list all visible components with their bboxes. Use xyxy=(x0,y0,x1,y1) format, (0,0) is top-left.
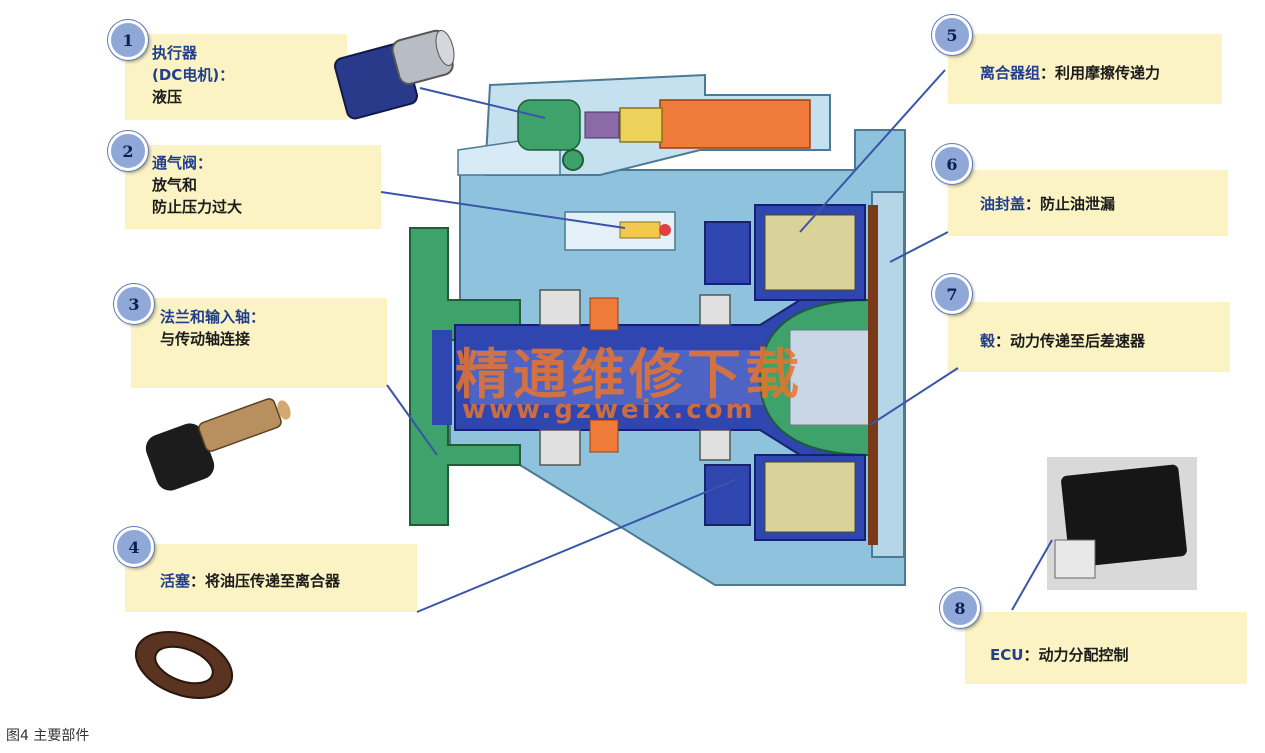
gear-purple xyxy=(584,111,620,139)
callout-badge-1: 1 xyxy=(108,20,148,60)
bearing-upper xyxy=(539,289,581,326)
clutch-plates-lower xyxy=(764,461,856,533)
flange xyxy=(409,227,521,526)
callout-label-3: 法兰和输入轴： 与传动轴连接 xyxy=(160,306,265,350)
seal-cover xyxy=(868,205,878,545)
callout-line-1a: (DC电机)： xyxy=(152,66,235,84)
ecu-photo xyxy=(1047,457,1197,590)
vent-spring xyxy=(619,221,661,239)
callout-desc-4: ：将油压传递至离合器 xyxy=(190,572,341,590)
callout-badge-7: 7 xyxy=(932,274,972,314)
callout-line-1b: 液压 xyxy=(152,88,183,106)
vent-ball xyxy=(659,224,671,236)
leader-line-5 xyxy=(799,69,946,233)
actuator-motor-photo xyxy=(334,29,455,120)
orange-gear-upper xyxy=(589,297,619,331)
callout-badge-5: 5 xyxy=(932,15,972,55)
callout-panel-2 xyxy=(125,145,381,229)
leader-line-1 xyxy=(419,87,546,119)
callout-label-1: 执行器 (DC电机)： 液压 xyxy=(152,42,234,108)
figure-caption: 图4 主要部件 xyxy=(6,728,90,744)
callout-title-5: 离合器组 xyxy=(980,64,1041,82)
input-shaft-photo xyxy=(145,398,291,491)
actuator-green xyxy=(517,99,581,151)
bearing-mid-upper xyxy=(699,294,731,326)
bearing-lower xyxy=(539,429,581,466)
ball-valve xyxy=(562,149,584,171)
callout-badge-6: 6 xyxy=(932,144,972,184)
callout-label-7: 毂：动力传递至后差速器 xyxy=(980,330,1145,352)
callout-badge-2: 2 xyxy=(108,131,148,171)
shaft-inner xyxy=(470,350,790,405)
flange-splines xyxy=(432,330,452,425)
callout-label-4: 活塞：将油压传递至离合器 xyxy=(160,570,340,592)
callout-title-7: 毂 xyxy=(980,332,996,350)
piston-lower xyxy=(704,464,751,526)
callout-line-2a: 放气和 xyxy=(152,176,198,194)
callout-badge-4: 4 xyxy=(114,527,154,567)
callout-panel-5 xyxy=(948,34,1222,104)
callout-panel-7 xyxy=(948,302,1230,372)
callout-title-3: 法兰和输入轴： xyxy=(160,308,266,326)
leader-line-4 xyxy=(416,479,736,613)
watermark-text: 精通维修下载 xyxy=(455,342,803,406)
gear-yellow xyxy=(619,107,663,143)
clutch-plates-upper xyxy=(764,214,856,291)
bearing-mid-lower xyxy=(699,429,731,461)
hub-splines xyxy=(789,329,871,426)
callout-title-6: 油封盖 xyxy=(980,195,1026,213)
callout-title-2: 通气阀： xyxy=(152,154,213,172)
leader-line-6 xyxy=(889,231,949,263)
orange-gear-lower xyxy=(589,419,619,453)
callout-label-2: 通气阀： 放气和 防止压力过大 xyxy=(152,152,242,218)
leader-line-8 xyxy=(1011,539,1053,611)
callout-desc-7: ：动力传递至后差速器 xyxy=(995,332,1146,350)
callout-panel-8 xyxy=(965,612,1247,684)
piston-upper xyxy=(704,221,751,285)
callout-title-1: 执行器 xyxy=(152,44,198,62)
callout-desc-5: ：利用摩擦传递力 xyxy=(1040,64,1161,82)
callout-label-6: 油封盖：防止油泄漏 xyxy=(980,193,1115,215)
callout-label-8: ECU：动力分配控制 xyxy=(990,644,1128,666)
leader-line-2 xyxy=(380,191,626,229)
callout-panel-1 xyxy=(125,34,347,120)
callout-desc-6: ：防止油泄漏 xyxy=(1025,195,1116,213)
leader-line-3 xyxy=(386,384,438,456)
callout-panel-4 xyxy=(125,544,417,612)
callout-title-8: ECU xyxy=(990,646,1024,664)
piston-photo xyxy=(134,631,234,699)
callout-panel-6 xyxy=(948,170,1228,236)
callout-badge-8: 8 xyxy=(940,588,980,628)
callout-panel-3 xyxy=(131,298,387,388)
callout-line-3a: 与传动轴连接 xyxy=(160,330,251,348)
watermark-url: www.gzweix.com xyxy=(462,395,756,425)
motor-orange xyxy=(659,99,811,149)
callout-title-4: 活塞 xyxy=(160,572,191,590)
callout-label-5: 离合器组：利用摩擦传递力 xyxy=(980,62,1160,84)
leader-line-7 xyxy=(869,367,959,426)
callout-badge-3: 3 xyxy=(114,284,154,324)
callout-desc-8: ：动力分配控制 xyxy=(1023,646,1129,664)
callout-line-2b: 防止压力过大 xyxy=(152,198,243,216)
